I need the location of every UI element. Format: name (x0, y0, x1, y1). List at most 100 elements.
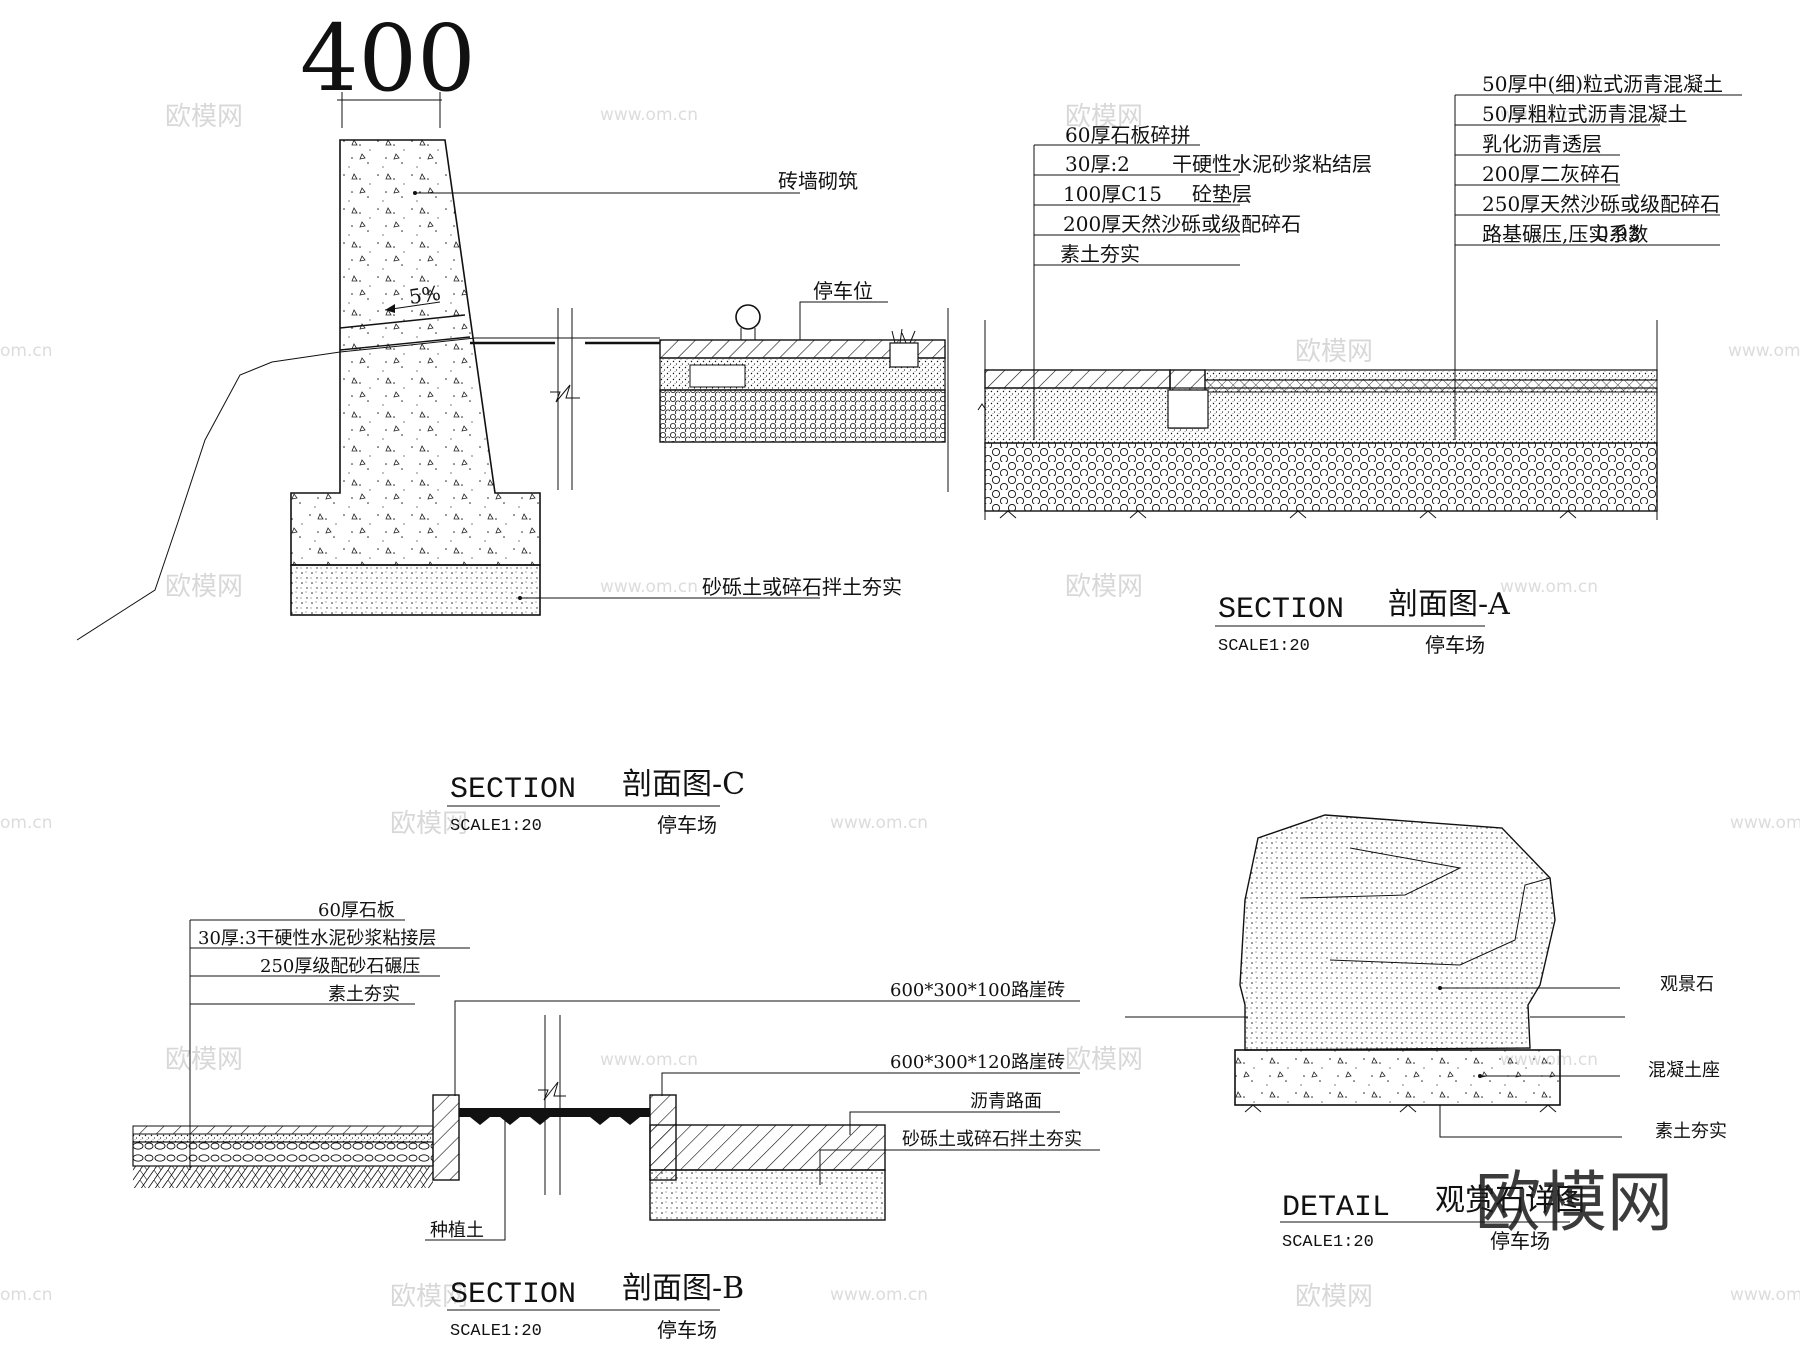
section-a: 60厚石板碎拼 30厚:2 干硬性水泥砂浆粘结层 100厚C15 砼垫层 200… (977, 72, 1742, 657)
watermark-brand: 欧模网 (390, 809, 468, 839)
watermark-url: www.om.cn (1730, 813, 1800, 833)
section-c-scale: SCALE1:20 (450, 817, 542, 836)
section-c-title-en: SECTION (450, 773, 576, 807)
compacted-soil (1244, 1104, 1557, 1113)
concrete-base (1234, 1049, 1561, 1106)
rock-crack (1329, 877, 1551, 966)
watermark-url: www.om.cn (1730, 1285, 1800, 1305)
base-block (649, 1124, 886, 1171)
layer-label: 乳化沥青透层 (1482, 132, 1602, 156)
label-asphalt: 沥青路面 (970, 1091, 1042, 1112)
brand-watermark: 欧模网 (1475, 1164, 1673, 1241)
watermark-layer: 欧模网 www.om.cn 欧模网 www.om.cn om.cn www.om… (0, 102, 1800, 1312)
section-a-subtitle: 停车场 (1425, 633, 1485, 657)
slope-text: 5% (407, 281, 442, 309)
watermark-brand: 欧模网 (165, 1045, 243, 1075)
watermark-url: www.om.cn (830, 1285, 928, 1305)
label-curb-120: 600*300*120路崖砖 (890, 1052, 1065, 1073)
grass-icon (891, 328, 916, 344)
stone-paving (984, 369, 1171, 389)
watermark-brand: 欧模网 (390, 1282, 468, 1312)
layer-label: 50厚粗粒式沥青混凝土 (1482, 102, 1687, 126)
watermark-url: www.om.cn (830, 813, 928, 833)
dimension-line (337, 92, 442, 128)
drain-pipe (735, 304, 761, 330)
layer-label: 0.93 (1596, 222, 1641, 246)
watermark-brand: 欧模网 (1065, 1045, 1143, 1075)
stone-slab (132, 1125, 434, 1135)
layer-label: 100厚C15 (1063, 182, 1162, 206)
break-line (550, 308, 580, 490)
soil-layer (133, 1166, 433, 1188)
drain-slot (689, 364, 746, 388)
watermark-url: www.om.cn (600, 577, 698, 597)
wall-joint (339, 314, 466, 329)
watermark-brand: 欧模网 (1065, 572, 1143, 602)
watermark-url: www.om.cn (600, 105, 698, 125)
layer-label: 砼垫层 (1192, 182, 1252, 206)
slope-arrow: 5% (384, 281, 442, 313)
layer-label: 250厚级配砂石碾压 (260, 956, 420, 977)
layer-label: 干硬性水泥砂浆粘结层 (1172, 152, 1372, 176)
footing-gravel (290, 564, 541, 616)
layer-label: 60厚石板 (318, 900, 395, 921)
watermark-url: om.cn (0, 1285, 53, 1305)
section-b-scale: SCALE1:20 (450, 1322, 542, 1341)
section-c-title-cn: 剖面图-C (622, 767, 745, 802)
label-rock: 观景石 (1660, 974, 1714, 995)
retaining-wall (290, 139, 541, 566)
dimension-text: 400 (300, 5, 476, 112)
rock-crack (1299, 847, 1462, 899)
section-a-title-cn: 剖面图-A (1388, 587, 1510, 622)
layer-label: 200厚二灰碎石 (1482, 162, 1620, 186)
section-b-title-cn: 剖面图-B (622, 1271, 744, 1306)
label-soil: 素土夯实 (1655, 1121, 1727, 1142)
watermark-brand: 欧模网 (1065, 102, 1143, 132)
planter-box (889, 342, 919, 368)
section-c-subtitle: 停车场 (657, 813, 717, 837)
detail-rock: 观景石 混凝土座 素土夯实 DETAIL 观赏石详图 SCALE1:20 停车场 (1125, 814, 1727, 1253)
label-brick-wall: 砖墙砌筑 (778, 169, 858, 193)
break-line (538, 1015, 566, 1195)
section-b-title-en: SECTION (450, 1278, 576, 1312)
layer-label: 250厚天然沙砾或级配碎石 (1482, 192, 1720, 216)
curb-foot (1167, 389, 1209, 429)
label-gravel-fill: 砂砾土或碎石拌土夯实 (702, 575, 902, 599)
gravel-layer (984, 442, 1658, 512)
label-gravel-fill: 砂砾土或碎石拌土夯实 (902, 1129, 1082, 1150)
section-a-title-en: SECTION (1218, 593, 1344, 627)
watermark-url: om.cn (0, 341, 53, 361)
watermark-brand: 欧模网 (1295, 1282, 1373, 1312)
asphalt-fine (1204, 369, 1658, 381)
watermark-url: www.om.cn (1500, 577, 1598, 597)
rock-shape (1239, 814, 1556, 1051)
section-c: 400 5% (76, 5, 949, 837)
gravel-layer (132, 1141, 434, 1167)
detail-subtitle: 停车场 (1490, 1229, 1550, 1253)
section-a-scale: SCALE1:20 (1218, 637, 1310, 656)
layer-label: 60厚石板碎拼 (1065, 123, 1190, 147)
layer-label: 素土夯实 (328, 984, 400, 1005)
layer-label: 50厚中(细)粒式沥青混凝土 (1482, 72, 1723, 96)
curb-100 (432, 1094, 460, 1181)
detail-title-en: DETAIL (1282, 1191, 1390, 1225)
layer-label: 200厚天然沙砾或级配碎石 (1063, 212, 1301, 236)
layer-label: 30厚:2 (1065, 152, 1130, 176)
layer-label: 素土夯实 (1060, 242, 1140, 266)
layer-label: 路基碾压,压实系数 (1482, 222, 1648, 246)
gravel-block (649, 1169, 886, 1221)
watermark-brand: 欧模网 (1295, 337, 1373, 367)
watermark-url: om.cn (0, 813, 53, 833)
wall-joint (339, 336, 471, 351)
detail-title-cn: 观赏石详图 (1435, 1183, 1585, 1218)
layer-label: 30厚:3干硬性水泥砂浆粘接层 (198, 928, 436, 949)
mortar-layer (132, 1133, 434, 1143)
watermark-brand: 欧模网 (165, 102, 243, 132)
label-planting-soil: 种植土 (430, 1220, 484, 1241)
asphalt-surface (459, 1108, 650, 1117)
label-parking-space: 停车位 (813, 279, 873, 303)
watermark-brand: 欧模网 (165, 572, 243, 602)
label-base: 混凝土座 (1648, 1060, 1720, 1081)
section-b-subtitle: 停车场 (657, 1318, 717, 1342)
